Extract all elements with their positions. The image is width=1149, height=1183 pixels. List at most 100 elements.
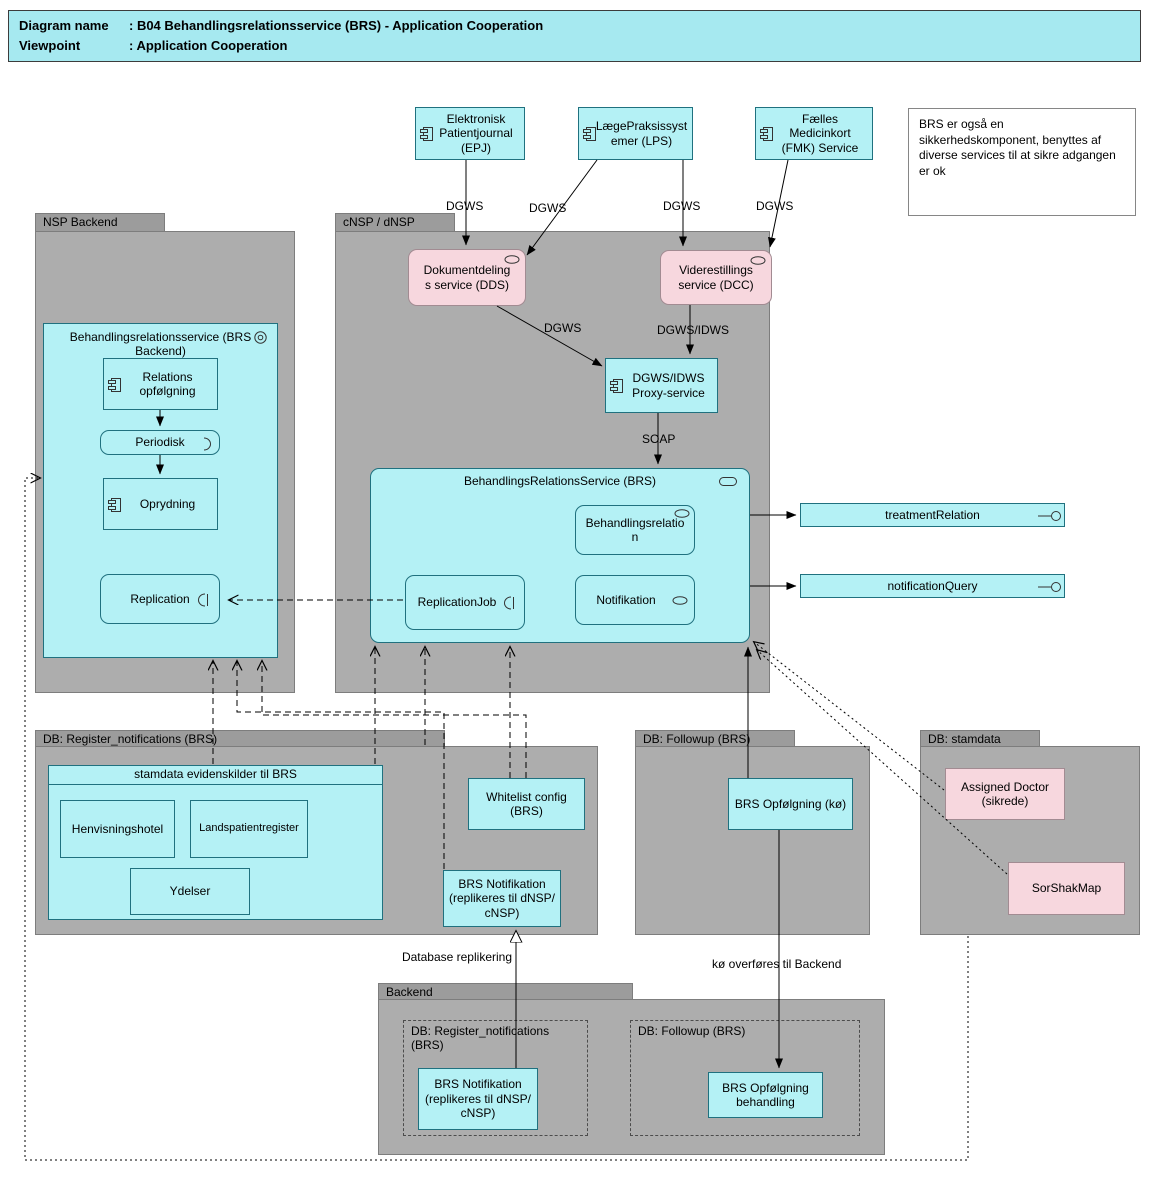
node-behandlingsrelation[interactable]: Behandlingsrelation [575,505,695,555]
interface-icon [750,256,766,265]
node-replicationjob[interactable]: ReplicationJob [405,575,525,630]
node-oprydning[interactable]: Oprydning [103,478,218,530]
group-cnsp-label: cNSP / dNSP [343,215,415,229]
node-dcc[interactable]: Viderestillings service (DCC) [660,250,772,305]
node-replication[interactable]: Replication [100,574,220,624]
node-henvisningshotel[interactable]: Henvisningshotel [60,800,175,858]
node-landspatientregister[interactable]: Landspatientregister [190,800,308,858]
diagram-name-label: Diagram name [19,18,109,33]
node-brs-opfolgning-ko-label: BRS Opfølgning (kø) [734,796,847,811]
group-db-register-label: DB: Register_notifications (BRS) [43,732,218,746]
component-circles-icon [254,331,267,344]
group-cnsp-tab[interactable]: cNSP / dNSP [335,213,455,231]
node-oprydning-label: Oprydning [139,496,196,511]
node-dds[interactable]: Dokumentdelings service (DDS) [408,249,526,306]
node-brs-opfolgning-behandling[interactable]: BRS Opfølgning behandling [708,1072,823,1118]
node-assigned-doctor[interactable]: Assigned Doctor (sikrede) [945,768,1065,820]
edge-label-dgws-idws: DGWS/IDWS [657,323,729,337]
node-replication-label: Replication [130,591,190,606]
interface-icon [674,509,690,518]
note-text: BRS er også en sikkerhedskomponent, beny… [919,117,1116,178]
node-ydelser[interactable]: Ydelser [130,868,250,915]
node-epj[interactable]: Elektronisk Patientjournal (EPJ) [415,107,525,160]
node-sorshakmap-label: SorShakMap [1031,881,1102,896]
node-periodisk-label: Periodisk [135,435,185,450]
node-backend-brs-notifikation[interactable]: BRS Notifikation (replikeres til dNSP/ c… [418,1068,538,1130]
node-brs-notifikation[interactable]: BRS Notifikation (replikeres til dNSP/ c… [443,870,561,927]
group-db-stamdata-label: DB: stamdata [928,732,1001,746]
node-landspatientregister-label: Landspatientregister [199,822,299,835]
interface-icon [672,596,688,605]
viewpoint-value: : Application Cooperation [129,38,288,54]
component-icon [760,127,773,141]
node-fmk[interactable]: Fælles Medicinkort (FMK) Service [755,107,873,160]
node-epj-label: Elektronisk Patientjournal (EPJ) [439,111,513,155]
diagram-name-value: : B04 Behandlingsrelationsservice (BRS) … [129,18,544,33]
node-behandlingsrelation-label: Behandlingsrelation [585,515,685,544]
node-whitelist-config-label: Whitelist config (BRS) [486,789,567,818]
group-backend-db-register-label: DB: Register_notifications (BRS) [411,1024,550,1052]
service-icon [719,477,737,486]
group-nsp-backend-tab[interactable]: NSP Backend [35,213,165,231]
node-fmk-label: Fælles Medicinkort (FMK) Service [781,111,859,155]
diagram-header: Diagram name : B04 Behandlingsrelationsse… [8,10,1141,62]
node-dcc-label: Viderestillings service (DCC) [678,263,754,292]
node-whitelist-config[interactable]: Whitelist config (BRS) [468,778,585,830]
node-notifikation[interactable]: Notifikation [575,575,695,625]
interface-treatmentrelation[interactable]: treatmentRelation [800,503,1065,527]
node-brs-label: BehandlingsRelationsService (BRS) [463,474,657,488]
edge-label-database-replikering: Database replikering [401,950,512,964]
node-dds-label: Dokumentdelings service (DDS) [423,263,511,292]
lollipop-icon [1038,581,1062,593]
interface-notificationquery[interactable]: notificationQuery [800,574,1065,598]
node-stamdata-evidenskilder-label: stamdata evidenskilder til BRS [49,766,382,786]
node-relations-opfolgning-label: Relations opfølgning [139,369,196,398]
interface-treatmentrelation-label: treatmentRelation [885,507,980,522]
group-backend-tab[interactable]: Backend [378,983,633,999]
group-backend-db-followup-label: DB: Followup (BRS) [638,1024,746,1038]
node-henvisningshotel-label: Henvisningshotel [71,821,164,836]
node-proxy-label: DGWS/IDWS Proxy-service [632,371,705,400]
component-icon [420,127,433,141]
edge-label-dgws-lps-dds: DGWS [529,201,567,215]
node-brs-notifikation-label: BRS Notifikation (replikeres til dNSP/ c… [448,876,556,920]
group-db-stamdata-tab[interactable]: DB: stamdata [920,730,1040,746]
edge-label-ko-overfores: kø overføres til Backend [712,957,842,971]
viewpoint-label: Viewpoint [19,38,81,54]
interface-socket-icon [504,596,515,610]
node-brs-opfolgning-behandling-label: BRS Opfølgning behandling [722,1080,809,1109]
node-proxy[interactable]: DGWS/IDWS Proxy-service [605,358,718,413]
group-db-followup-tab[interactable]: DB: Followup (BRS) [635,730,795,746]
viewpoint-line: Viewpoint : Application Cooperation [19,36,1130,56]
group-backend-label: Backend [386,985,433,999]
edge-label-dgws-fmk: DGWS [756,199,794,213]
node-relations-opfolgning[interactable]: Relations opfølgning [103,358,218,410]
edge-label-dgws-dds-proxy: DGWS [544,321,582,335]
component-icon [610,379,623,393]
group-db-followup-label: DB: Followup (BRS) [643,732,751,746]
edge-label-soap: SOAP [642,432,676,446]
node-periodisk[interactable]: Periodisk [100,430,220,455]
interface-socket-icon [198,593,209,607]
node-notifikation-label: Notifikation [596,592,656,607]
node-lps[interactable]: LægePraksissystemer (LPS) [578,107,693,160]
socket-icon [203,437,211,451]
node-sorshakmap[interactable]: SorShakMap [1008,862,1125,915]
component-icon [108,378,121,392]
interface-icon [504,255,520,264]
node-brs-opfolgning-ko[interactable]: BRS Opfølgning (kø) [728,778,853,830]
diagram-name-line: Diagram name : B04 Behandlingsrelationsse… [19,16,1130,36]
node-brs-backend-label: Behandlingsrelationsservice (BRS Backend… [69,330,252,359]
note-annotation[interactable]: BRS er også en sikkerhedskomponent, beny… [908,108,1136,216]
group-db-followup-body[interactable] [635,746,870,935]
node-replicationjob-label: ReplicationJob [417,595,497,610]
component-icon [108,498,121,512]
node-backend-brs-notifikation-label: BRS Notifikation (replikeres til dNSP/ c… [424,1077,532,1121]
group-db-register-tab[interactable]: DB: Register_notifications (BRS) [35,730,445,746]
group-nsp-backend-label: NSP Backend [43,215,118,229]
node-ydelser-label: Ydelser [169,884,211,899]
node-assigned-doctor-label: Assigned Doctor (sikrede) [960,779,1050,808]
edge-label-dgws-epj: DGWS [446,199,484,213]
component-icon [583,127,596,141]
